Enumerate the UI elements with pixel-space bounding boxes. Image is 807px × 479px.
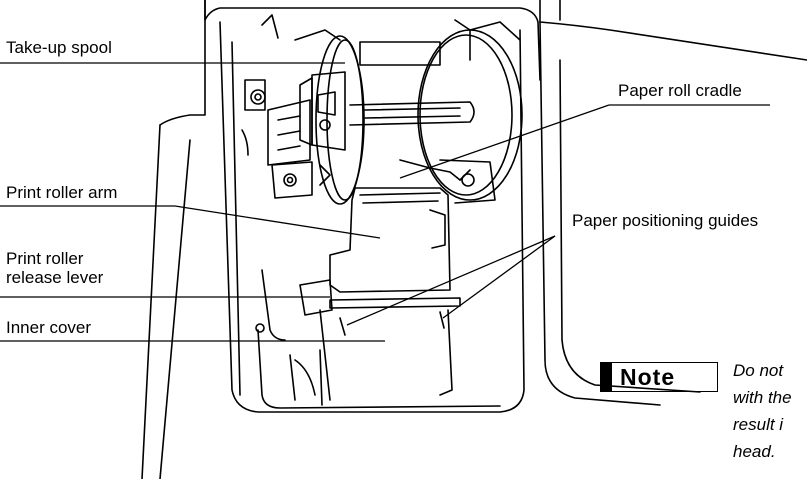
outer-housing <box>159 0 206 126</box>
housing-left-inner <box>159 139 191 479</box>
housing-top-right <box>539 0 807 61</box>
leader-guides-a <box>346 235 556 326</box>
label-release-lever-line2: release lever <box>6 268 104 287</box>
take-up-spool-disc <box>315 35 365 205</box>
note-line-3: result i <box>733 415 784 434</box>
leader-guides-b <box>442 235 556 319</box>
inner-cover-shape <box>257 329 501 409</box>
note-title: Note <box>620 364 676 390</box>
label-inner-cover: Inner cover <box>6 318 92 337</box>
label-print-roller-arm: Print roller arm <box>6 183 118 202</box>
label-paper-positioning-guides: Paper positioning guides <box>572 211 759 230</box>
label-release-lever-line1: Print roller <box>6 249 84 268</box>
guide-strip <box>329 297 461 309</box>
label-paper-roll-cradle: Paper roll cradle <box>618 81 742 100</box>
note-frame <box>600 362 718 392</box>
note-line-2: with the <box>733 388 792 407</box>
note-text: Do not with the result i head. <box>733 357 792 465</box>
note-marker <box>600 362 612 392</box>
spool-shaft <box>349 101 475 126</box>
label-take-up-spool: Take-up spool <box>6 38 112 57</box>
note-line-1: Do not <box>733 361 784 380</box>
print-roller-arm <box>329 187 451 293</box>
inner-frame <box>219 21 525 413</box>
right-panel <box>539 21 661 406</box>
housing-left-wall <box>141 124 161 479</box>
note-line-4: head. <box>733 442 776 461</box>
